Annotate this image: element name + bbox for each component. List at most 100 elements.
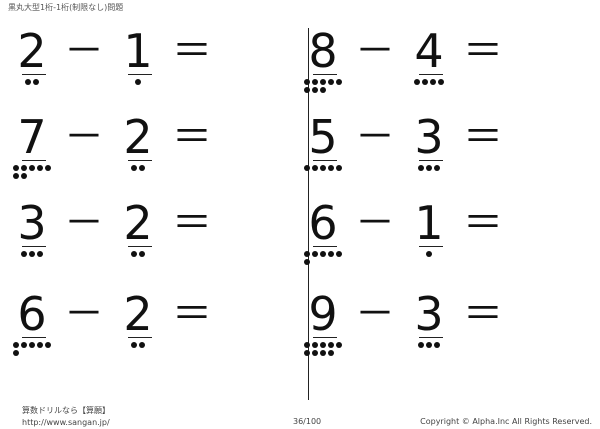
minuend-digit: 3 bbox=[17, 196, 47, 250]
subtrahend-digit: 2 bbox=[123, 110, 153, 164]
equals-sign: ＝ bbox=[463, 291, 503, 337]
equals-sign: ＝ bbox=[172, 114, 212, 160]
minuend-dots bbox=[304, 251, 364, 271]
subtrahend-underline bbox=[419, 337, 443, 338]
subtrahend-underline bbox=[419, 246, 443, 247]
count-dot bbox=[414, 79, 420, 85]
equals-sign: ＝ bbox=[463, 200, 503, 246]
count-dot bbox=[139, 342, 145, 348]
count-dot bbox=[328, 79, 334, 85]
copyright: Copyright © Alpha.Inc All Rights Reserve… bbox=[420, 417, 592, 426]
count-dot bbox=[418, 342, 424, 348]
count-dot bbox=[312, 251, 318, 257]
minuend: 6 bbox=[13, 285, 51, 365]
count-dot bbox=[312, 87, 318, 93]
count-dot bbox=[304, 259, 310, 265]
count-dot bbox=[320, 350, 326, 356]
subtrahend-digit: 2 bbox=[123, 196, 153, 250]
minuend-digit: 6 bbox=[308, 196, 338, 250]
minuend-dots bbox=[304, 342, 364, 362]
minuend: 2 bbox=[14, 22, 50, 102]
minuend-underline bbox=[313, 337, 337, 338]
equals-sign: ＝ bbox=[172, 291, 212, 337]
subtrahend: 4 bbox=[411, 22, 447, 102]
minus-sign: － bbox=[64, 200, 104, 246]
count-dot bbox=[422, 79, 428, 85]
count-dot bbox=[336, 79, 342, 85]
count-dot bbox=[131, 342, 137, 348]
subtrahend: 2 bbox=[120, 194, 156, 274]
count-dot bbox=[131, 165, 137, 171]
count-dot bbox=[328, 165, 334, 171]
minuend: 3 bbox=[14, 194, 50, 274]
minus-sign: － bbox=[355, 200, 395, 246]
minuend: 6 bbox=[304, 194, 342, 274]
minuend-dots bbox=[25, 79, 85, 99]
count-dot bbox=[21, 173, 27, 179]
count-dot bbox=[21, 251, 27, 257]
subtrahend: 1 bbox=[120, 22, 156, 102]
problem-row: 8 － 4 ＝ bbox=[304, 22, 595, 102]
count-dot bbox=[131, 251, 137, 257]
minus-sign: － bbox=[355, 28, 395, 74]
minuend-underline bbox=[22, 74, 46, 75]
subtrahend-digit: 4 bbox=[414, 24, 444, 78]
count-dot bbox=[418, 165, 424, 171]
worksheet-title: 黒丸大型1桁-1桁(制限なし)問題 bbox=[8, 3, 124, 12]
minuend-digit: 2 bbox=[17, 24, 47, 78]
count-dot bbox=[304, 350, 310, 356]
footer-brand-block: 算数ドリルなら【算願】 http://www.sangan.jp/ bbox=[22, 405, 110, 429]
minus-sign: － bbox=[64, 291, 104, 337]
problem-row: 9－3＝ bbox=[304, 285, 595, 365]
count-dot bbox=[430, 79, 436, 85]
count-dot bbox=[328, 342, 334, 348]
count-dot bbox=[37, 342, 43, 348]
minuend-underline bbox=[22, 246, 46, 247]
minuend-dots bbox=[13, 165, 73, 185]
count-dot bbox=[45, 342, 51, 348]
subtrahend-dots bbox=[418, 165, 478, 185]
footer-brand: 算数ドリルなら【算願】 bbox=[22, 406, 110, 415]
minuend-underline bbox=[22, 160, 46, 161]
minuend: 5 bbox=[304, 108, 342, 188]
count-dot bbox=[336, 342, 342, 348]
subtrahend: 1 bbox=[411, 194, 447, 274]
count-dot bbox=[320, 165, 326, 171]
count-dot bbox=[328, 350, 334, 356]
count-dot bbox=[434, 165, 440, 171]
subtrahend-dots bbox=[418, 342, 478, 362]
count-dot bbox=[139, 251, 145, 257]
count-dot bbox=[312, 342, 318, 348]
minuend-dots bbox=[304, 165, 364, 185]
count-dot bbox=[336, 251, 342, 257]
count-dot bbox=[438, 79, 444, 85]
subtrahend-digit: 3 bbox=[414, 110, 444, 164]
count-dot bbox=[304, 251, 310, 257]
count-dot bbox=[312, 350, 318, 356]
subtrahend-dots bbox=[131, 342, 191, 362]
count-dot bbox=[37, 165, 43, 171]
equals-sign: ＝ bbox=[463, 28, 503, 74]
minus-sign: － bbox=[64, 114, 104, 160]
count-dot bbox=[13, 350, 19, 356]
count-dot bbox=[29, 342, 35, 348]
count-dot bbox=[21, 342, 27, 348]
problem-row: 2－1＝ bbox=[14, 22, 304, 102]
subtrahend-dots bbox=[414, 79, 474, 99]
minuend-digit: 7 bbox=[17, 110, 47, 164]
subtrahend-dots bbox=[426, 251, 486, 271]
subtrahend-dots bbox=[131, 165, 191, 185]
minus-sign: － bbox=[64, 28, 104, 74]
subtrahend-dots bbox=[131, 251, 191, 271]
minuend-dots bbox=[21, 251, 81, 271]
count-dot bbox=[304, 87, 310, 93]
count-dot bbox=[320, 251, 326, 257]
count-dot bbox=[328, 251, 334, 257]
footer-url[interactable]: http://www.sangan.jp/ bbox=[22, 418, 110, 427]
count-dot bbox=[13, 173, 19, 179]
subtrahend-underline bbox=[128, 74, 152, 75]
equals-sign: ＝ bbox=[172, 200, 212, 246]
minuend-digit: 9 bbox=[308, 287, 338, 341]
minuend: 8 bbox=[304, 22, 342, 102]
subtrahend-underline bbox=[419, 74, 443, 75]
